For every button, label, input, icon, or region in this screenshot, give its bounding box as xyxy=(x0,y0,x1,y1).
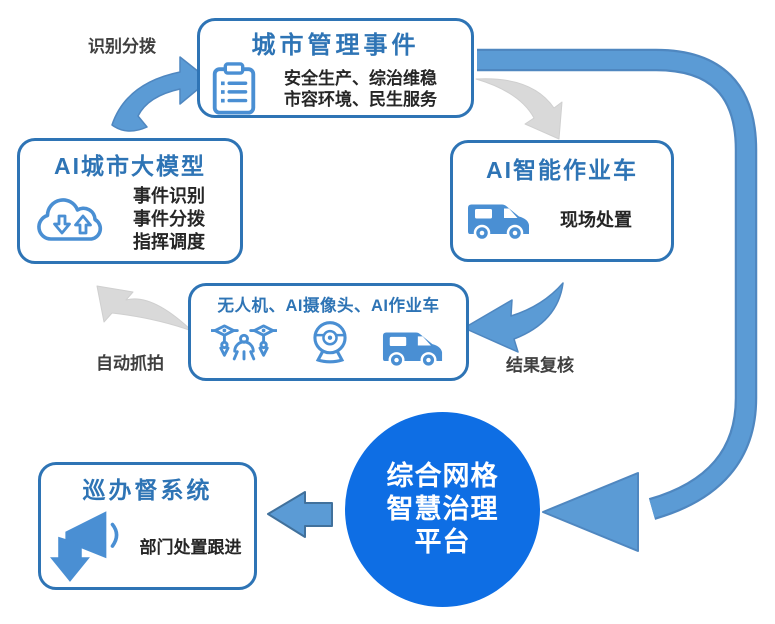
node-description: 部门处置跟进 xyxy=(139,537,242,557)
megaphone-down-icon xyxy=(50,511,119,582)
node-ai-city-model: AI城市大模型 事件识别 事件分拨 指挥调度 xyxy=(17,138,243,264)
loop-arrow-events-to-platform xyxy=(477,48,758,552)
truck-icon xyxy=(382,331,443,368)
arrow-platform-to-supervision xyxy=(267,491,333,538)
node-capture-devices: 无人机、AI摄像头、AI作业车 xyxy=(188,283,469,381)
node-title: 无人机、AI摄像头、AI作业车 xyxy=(217,297,440,315)
edge-label-auto-capture: 自动抓拍 xyxy=(96,354,164,373)
node-supervision-system: 巡办督系统 部门处置跟进 xyxy=(38,462,257,590)
node-description: 现场处置 xyxy=(560,210,632,230)
node-title: 城市管理事件 xyxy=(251,32,420,59)
arrow-recognize-dispatch xyxy=(111,56,210,132)
node-title: AI智能作业车 xyxy=(486,157,638,183)
arrow-events-to-vehicle xyxy=(475,78,563,140)
node-description: 安全生产、综治维稳 市容环境、民生服务 xyxy=(284,69,437,109)
arrow-auto-capture xyxy=(96,285,193,332)
truck-icon xyxy=(468,204,529,242)
arrow-result-review xyxy=(463,282,564,353)
node-city-management-events: 城市管理事件 安全生产、综治维稳 市容环境、民生服务 xyxy=(197,18,474,118)
node-title: AI城市大模型 xyxy=(54,153,206,179)
clipboard-icon xyxy=(212,62,256,115)
cloud-sync-icon xyxy=(37,197,103,241)
node-description: 事件识别 事件分拨 指挥调度 xyxy=(133,186,205,252)
edge-label-recognize-dispatch: 识别分拨 xyxy=(88,37,156,56)
node-ai-smart-vehicle: AI智能作业车 现场处置 xyxy=(450,140,674,262)
node-platform-circle: 综合网格 智慧治理 平台 xyxy=(345,412,540,607)
edge-label-result-review: 结果复核 xyxy=(506,356,574,375)
drone-icon xyxy=(211,324,277,361)
camera-icon xyxy=(312,321,347,364)
node-title: 巡办督系统 xyxy=(82,477,213,503)
